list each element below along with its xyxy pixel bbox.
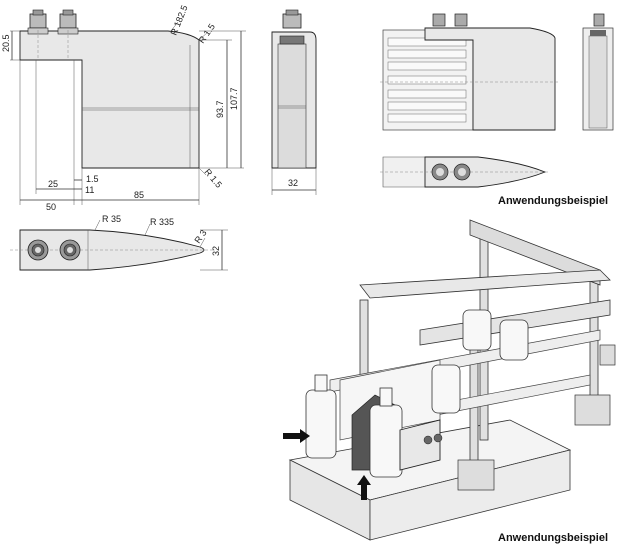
dim-1-5: 1.5: [86, 174, 99, 184]
dim-85: 85: [134, 190, 144, 200]
front-view: 32: [271, 9, 317, 195]
cable-gland-icon: [27, 239, 81, 261]
dim-r1-5-bottom: R 1.5: [202, 167, 223, 190]
side-view: 20.5 R 182.5 R 1.5 93.7 107.7 R 1.5 25 1…: [1, 4, 246, 212]
bottle-grid: [387, 37, 467, 123]
top-view: R 35 R 335 R 3 32: [10, 214, 228, 271]
cable-gland-icon: [432, 13, 468, 27]
dim-20-5: 20.5: [1, 34, 11, 52]
dim-25: 25: [48, 179, 58, 189]
application-example-2: Anwendungsbeispiel: [283, 219, 616, 544]
arrow-right-icon: [283, 429, 310, 443]
cable-gland-icon: [279, 9, 305, 45]
dim-r1-5-top: R 1.5: [196, 22, 217, 45]
dim-r3: R 3: [192, 228, 208, 245]
example-front-view: [582, 13, 614, 131]
dim-r35: R 35: [102, 214, 121, 224]
dim-50: 50: [46, 202, 56, 212]
caption-example-top: Anwendungsbeispiel: [498, 195, 608, 207]
cable-gland-icon: [27, 9, 79, 35]
dim-r182-5: R 182.5: [169, 4, 190, 37]
side-view-body: [19, 30, 200, 169]
application-example-1: Anwendungsbeispiel: [380, 13, 614, 207]
arrow-up-icon: [357, 475, 371, 500]
dim-r335: R 335: [150, 217, 174, 227]
dim-11: 11: [85, 185, 94, 195]
dim-107-7: 107.7: [229, 87, 239, 110]
dim-32-front: 32: [288, 178, 298, 188]
dim-93-7: 93.7: [215, 100, 225, 118]
dim-32-top: 32: [211, 246, 221, 256]
caption-example-bottom: Anwendungsbeispiel: [498, 532, 608, 544]
bottle-icon: [305, 309, 529, 478]
example-top-view: [380, 156, 550, 188]
